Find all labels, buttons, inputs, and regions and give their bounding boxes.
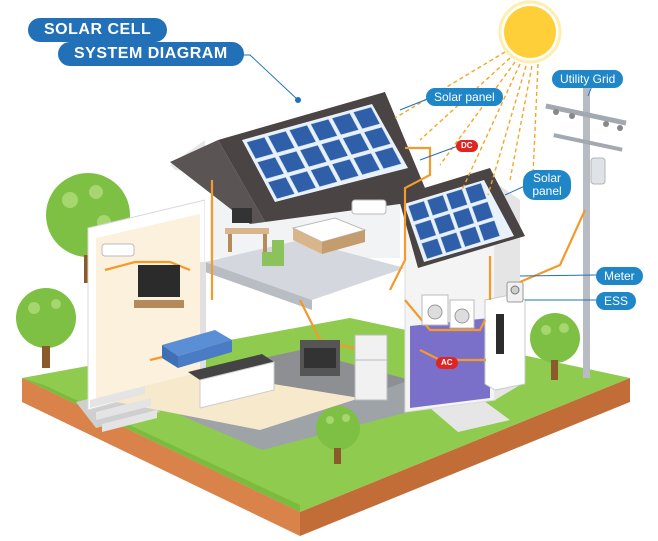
washer (421, 294, 475, 329)
label-solar-panel-top: Solar panel (426, 88, 503, 106)
label-utility-grid: Utility Grid (552, 70, 624, 88)
title-line-1: SOLAR CELL (28, 18, 168, 42)
label-solar-panel-side: Solar panel (523, 170, 571, 200)
utility-pole-icon (545, 88, 627, 378)
ess-battery-icon (484, 293, 526, 391)
sun-icon (498, 0, 562, 64)
tag-ac: AC (436, 357, 458, 369)
air-conditioner (101, 199, 387, 257)
label-ess: ESS (596, 292, 637, 310)
bed (291, 217, 367, 254)
solar-panel-icon (404, 180, 514, 262)
kitchen-counter (188, 354, 275, 409)
desk (225, 208, 269, 252)
title-line-2: SYSTEM DIAGRAM (58, 42, 244, 66)
tree-icon (530, 313, 580, 380)
chair (262, 240, 284, 266)
tv (134, 265, 184, 308)
stove (300, 340, 340, 376)
callout-dot (295, 97, 301, 103)
sofa (162, 330, 232, 368)
tree-icon (316, 406, 360, 464)
stairs (90, 386, 157, 432)
tree-icon (16, 288, 76, 368)
tag-dc: DC (456, 140, 478, 152)
label-meter: Meter (596, 267, 643, 285)
fridge (354, 334, 388, 401)
meter-icon (506, 281, 524, 303)
solar-panel-icon (242, 104, 408, 202)
